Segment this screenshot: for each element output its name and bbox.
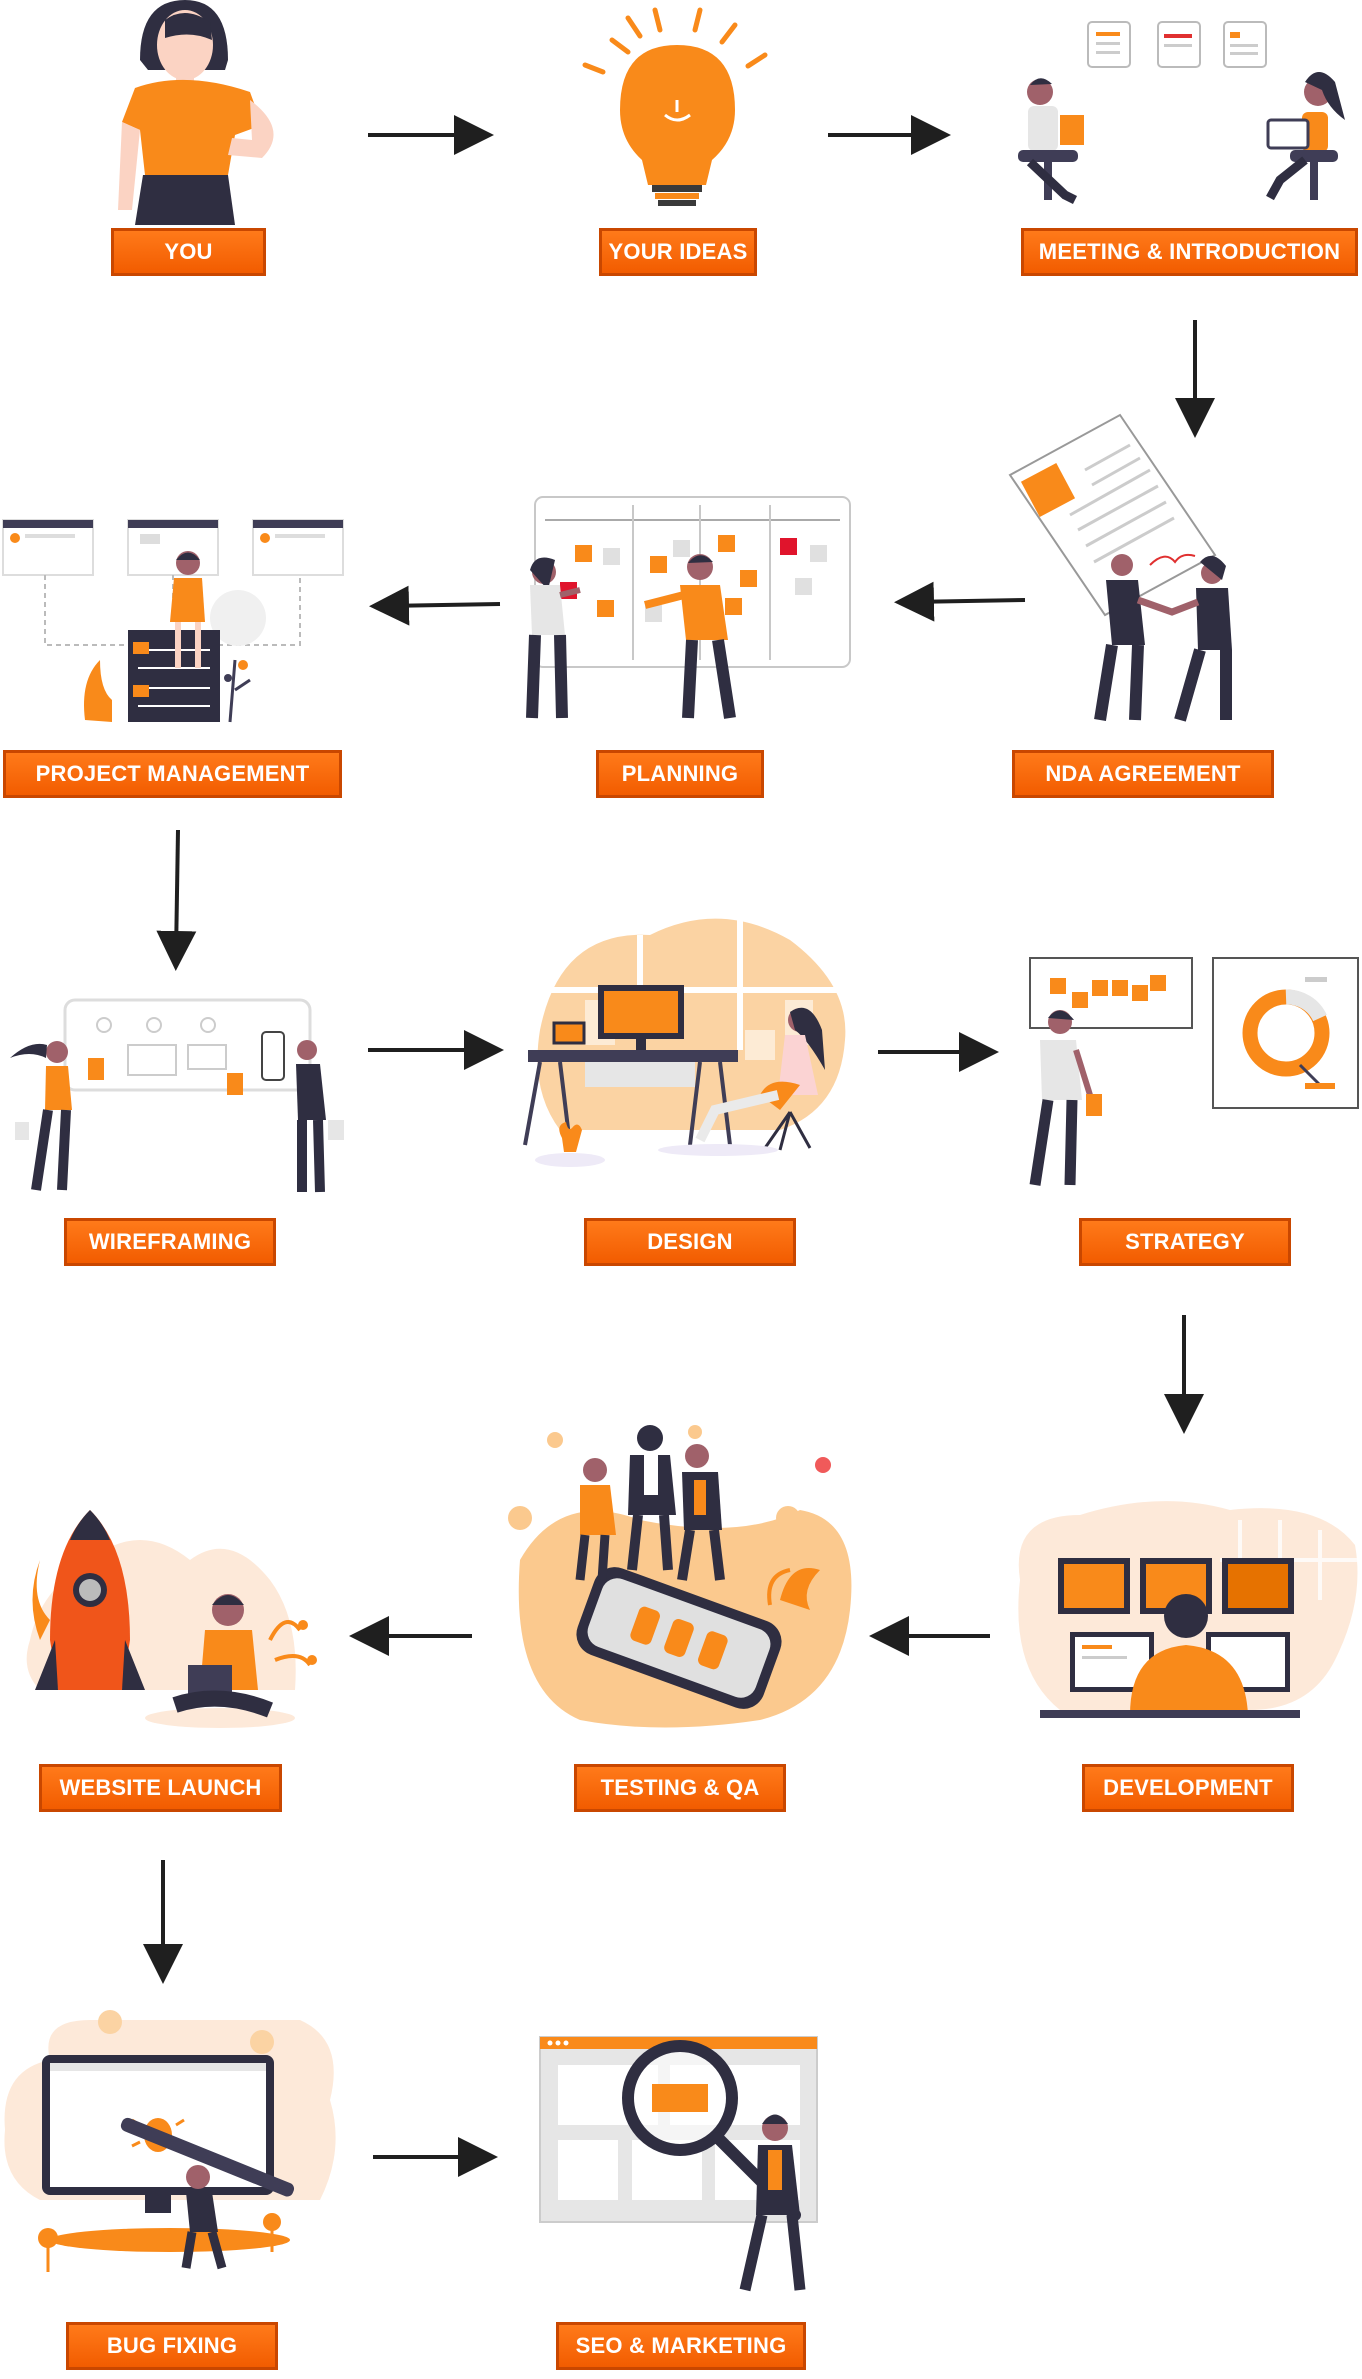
planning-board-icon [526,496,851,719]
arrow-planning-to-pm [369,585,501,626]
arrow-nda-to-planning [894,581,1026,622]
step-label-testing-qa: TESTING & QA [574,1764,786,1812]
step-label-you: YOU [111,228,266,276]
handshake-document-icon [1008,413,1232,722]
arrow-pm-to-wireframing [156,829,197,971]
step-label-strategy: STRATEGY [1079,1218,1291,1266]
step-label-meeting-introduction: MEETING & INTRODUCTION [1021,228,1358,276]
step-label-nda-agreement: NDA AGREEMENT [1012,750,1274,798]
magnifier-icon [539,2036,818,2292]
meeting-icon [1018,21,1345,205]
design-desk-icon [523,918,846,1167]
step-label-wireframing: WIREFRAMING [64,1218,276,1266]
wireframe-icon [10,998,344,1193]
step-label-seo-marketing: SEO & MARKETING [556,2322,806,2370]
step-label-planning: PLANNING [596,750,764,798]
step-label-project-management: PROJECT MANAGEMENT [3,750,342,798]
rocket-icon [26,1510,317,1728]
strategy-chart-icon [1029,957,1359,1186]
step-label-website-launch: WEBSITE LAUNCH [39,1764,282,1812]
step-label-your-ideas: YOUR IDEAS [599,228,757,276]
developer-monitors-icon [1018,1501,1360,1718]
project-management-icon [2,519,344,723]
step-label-design: DESIGN [584,1218,796,1266]
lightbulb-icon [582,7,768,206]
step-label-bug-fixing: BUG FIXING [66,2322,278,2370]
step-label-development: DEVELOPMENT [1082,1764,1294,1812]
bug-monitor-icon [4,2010,336,2272]
person-icon [118,0,274,225]
testing-phone-icon [508,1425,852,1728]
